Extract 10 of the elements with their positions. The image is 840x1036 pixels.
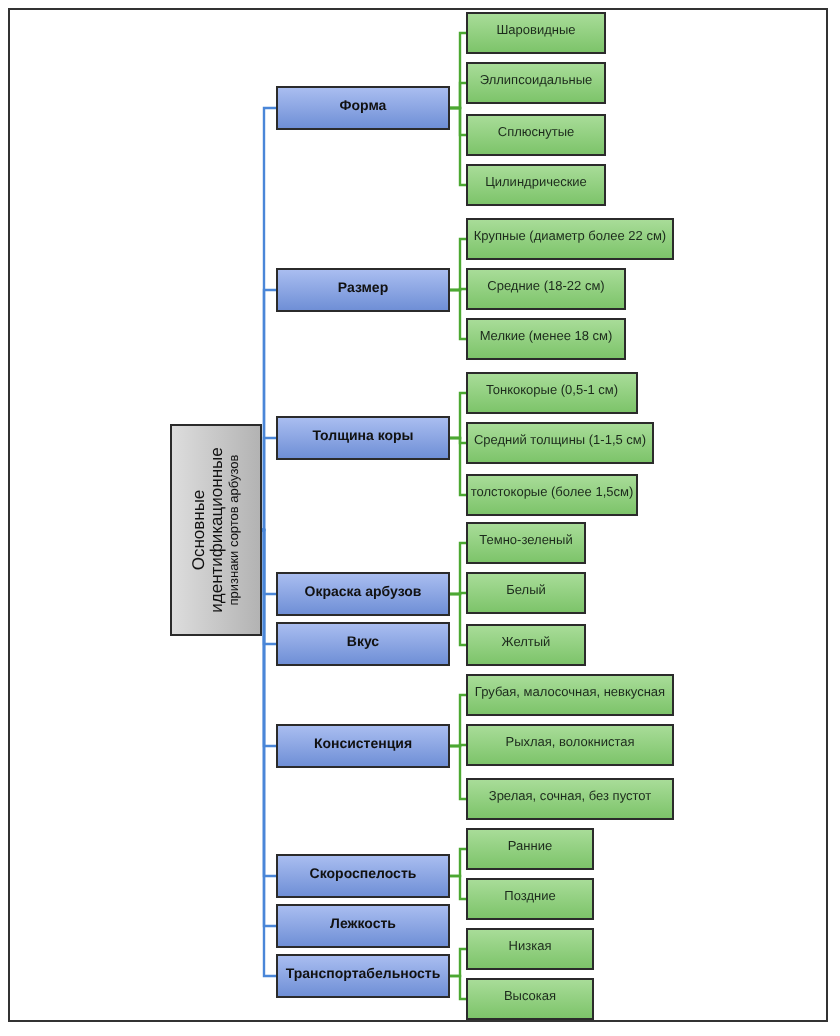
connector-line: [450, 974, 466, 1001]
connector-line: [450, 106, 466, 187]
connector-line: [450, 436, 466, 497]
connector-line: [450, 874, 466, 901]
title-text: Основные идентификационные: [190, 445, 228, 617]
root-box: [170, 424, 262, 636]
connector-line: [450, 288, 466, 341]
connector-line: [450, 592, 466, 647]
connector-line: [450, 744, 466, 801]
connector-line: [261, 436, 276, 532]
